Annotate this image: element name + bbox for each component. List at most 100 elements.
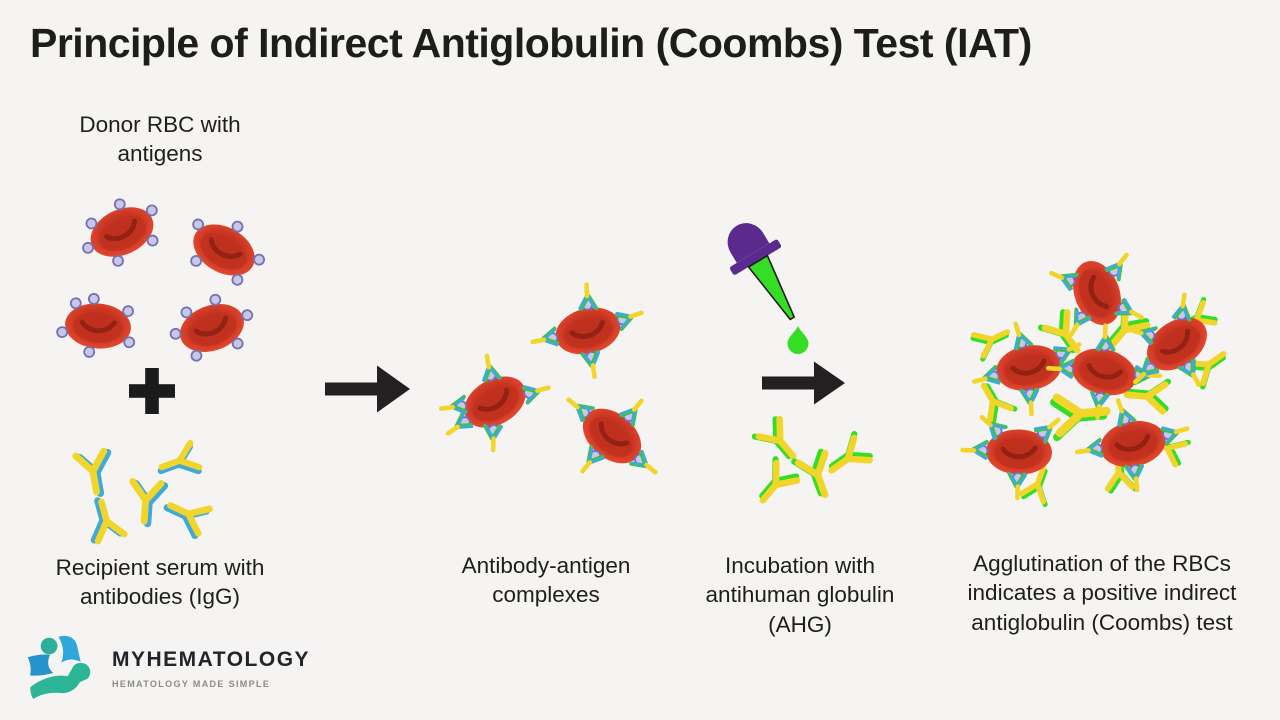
antibody-antigen-complex-icon [1013,321,1034,351]
antibody-antigen-complex-icon [1045,359,1075,379]
logo-name: MYHEMATOLOGY [112,648,311,671]
antigen-icon [69,297,82,310]
antibody-antigen-complex-icon [1133,357,1160,385]
ahg-antibody-icon [1018,465,1048,508]
antibody-antigen-complex-icon [1160,426,1190,446]
arrow-right-icon [325,365,410,413]
antibody-antigen-complex-icon [530,326,560,347]
antibody-antigen-complex-icon [439,394,468,415]
antibody-antigen-complex-icon [1171,292,1192,322]
antibody-antigen-complex-icon [1074,437,1104,458]
antibody-antigen-complex-icon [482,353,502,383]
antibody-antigen-complex-icon [1019,387,1040,417]
antigen-icon [82,241,94,254]
antibody-antigen-complex-icon [445,410,474,436]
antibody-antigen-complex-icon [566,397,595,423]
antibody-antigen-complex-icon [1053,342,1082,365]
ahg-antibody-icon [828,430,873,474]
igg-antibody-icon [157,439,203,475]
antigen-icon [190,255,203,267]
antibody-antigen-complex-icon [1068,307,1092,337]
rbc-icon [530,282,644,379]
antibody-antigen-complex-icon [578,282,599,311]
ahg-drop-icon [787,326,809,354]
antigen-icon [56,326,69,338]
rbc-icon [56,293,136,358]
antigen-icon [209,293,222,306]
arrow-right-icon [762,361,845,405]
label-recipient-serum: Recipient serum with antibodies (IgG) [55,555,265,610]
igg-antibody-icon [90,497,128,545]
antigen-icon [87,293,100,305]
antibody-antigen-complex-icon [1049,270,1079,291]
antigen-icon [122,305,135,318]
rbc-icon [566,397,658,475]
antigen-icon [169,327,182,340]
rbc-icon [82,198,159,267]
label-donor-rbc: Donor RBC with antigens [79,112,241,167]
page-title: Principle of Indirect Antiglobulin (Coom… [30,20,1032,66]
rbc-icon [960,414,1061,501]
antigen-icon [83,346,96,358]
plus-icon [129,368,175,414]
rbc-icon [439,353,551,453]
antibody-antigen-complex-icon [483,423,503,453]
antibody-antigen-complex-icon [960,439,989,460]
antigen-icon [112,254,124,267]
rbc-icon [1127,292,1207,387]
antibody-antigen-complex-icon [1124,463,1145,493]
label-incubation-ahg: Incubation with antihuman globulin (AHG) [705,553,895,637]
antibody-antigen-complex-icon [1115,398,1137,427]
antigen-icon [231,220,244,233]
antibody-antigen-complex-icon [614,310,644,332]
logo: MYHEMATOLOGY HEMATOLOGY MADE SIMPLE [24,634,310,712]
antigen-icon [231,337,244,350]
antigen-icon [180,306,193,319]
antigen-icon [231,273,244,286]
rbc-icon [971,321,1082,417]
antigen-icon [192,218,205,231]
rbc-icon [190,218,265,286]
antibody-antigen-complex-icon [1095,323,1116,352]
dropper-ahg-icon [727,223,796,321]
rbc-icon [1074,398,1190,493]
antigen-icon [123,336,136,349]
antibody-antigen-complex-icon [1114,297,1144,320]
antibody-antigen-complex-icon [521,385,551,405]
antibody-antigen-complex-icon [1033,417,1061,444]
antibody-antigen-complex-icon [580,350,601,379]
antibody-antigen-complex-icon [1177,358,1202,387]
igg-antibody-icon [129,477,169,528]
ahg-antibody-icon [980,382,1018,424]
ahg-antibody-icon [1123,378,1171,415]
antigen-icon [253,253,265,266]
antigen-icon [85,217,98,230]
antibody-antigen-complex-icon [1090,390,1110,420]
antibody-antigen-complex-icon [1007,471,1028,501]
antigen-icon [241,309,254,322]
antibody-antigen-complex-icon [629,449,658,475]
antigen-icon [146,234,159,247]
rbc-icon [1049,252,1144,337]
label-agglutination-result: Agglutination of the RBCs indicates a po… [967,551,1237,635]
antibody-antigen-complex-icon [1104,252,1129,282]
antibody-antigen-complex-icon [619,398,644,427]
antibody-antigen-complex-icon [580,445,605,474]
ahg-antibody-icon [970,329,1011,362]
label-antibody-antigen-complexes: Antibody-antigen complexes [461,553,631,608]
igg-antibody-icon [72,447,112,497]
antigen-icon [190,349,203,362]
antigen-icon [113,198,126,211]
ahg-antibody-icon [759,456,801,504]
rbc-icon [1045,323,1163,420]
antibody-antigen-complex-icon [979,414,1008,441]
antibody-antigen-complex-icon [971,365,1001,385]
rbc-icon [169,293,254,362]
logo-tagline: HEMATOLOGY MADE SIMPLE [112,679,271,689]
antigen-icon [145,204,158,217]
ahg-antibody-icon [791,448,829,499]
igg-antibody-icon [163,502,213,540]
ahg-antibody-icon [751,415,797,460]
antibody-antigen-complex-icon [1127,326,1158,346]
